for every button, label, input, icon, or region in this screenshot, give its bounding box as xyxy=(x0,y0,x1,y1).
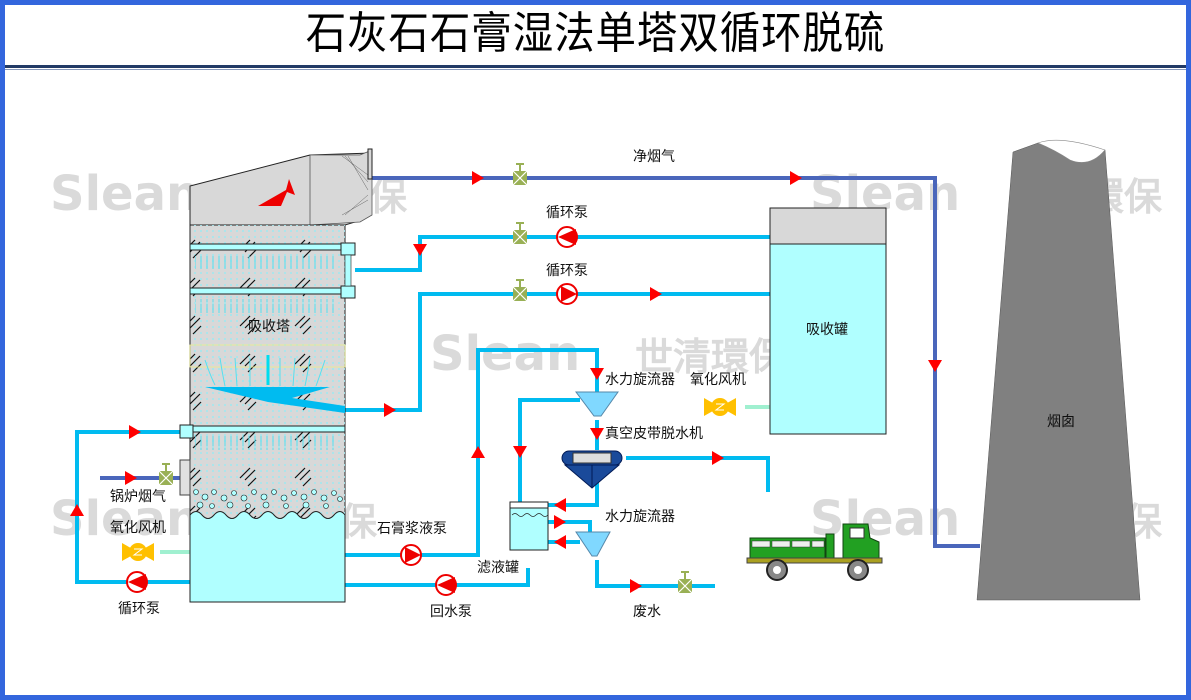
oxidation-bubbles xyxy=(193,489,343,509)
arrow-right-icon xyxy=(472,171,484,185)
arrow-up-icon xyxy=(471,446,485,458)
circulation-pump-label: 循环泵 xyxy=(118,601,160,617)
absorption-tank: 吸收罐 xyxy=(769,207,887,435)
valve-icon[interactable] xyxy=(158,463,174,486)
valve-icon[interactable] xyxy=(512,163,528,186)
arrow-right-icon xyxy=(650,287,662,301)
oxidation-fan-label: 氧化风机 xyxy=(110,520,166,536)
vacuum-belt-filter xyxy=(561,450,623,489)
gypsum-slurry-pump-label: 石膏浆液泵 xyxy=(377,520,447,537)
valve-icon[interactable] xyxy=(512,279,528,302)
arrow-right-icon xyxy=(125,471,137,485)
outlet-demister-lines xyxy=(341,155,369,216)
flow-arrows xyxy=(70,171,942,593)
arrow-right-icon xyxy=(630,579,642,593)
valve-icon[interactable] xyxy=(677,571,693,594)
gypsum-truck-icon xyxy=(746,523,883,581)
hydrocyclone-label: 水力旋流器 xyxy=(605,372,675,388)
return-water-pump-label: 回水泵 xyxy=(430,604,472,620)
arrow-up-icon xyxy=(70,504,84,516)
boiler-flue-gas-label: 锅炉烟气 xyxy=(110,489,166,505)
fan-icon[interactable] xyxy=(122,543,154,561)
arrow-right-icon xyxy=(712,451,724,465)
filtrate-tank-label: 滤液罐 xyxy=(477,560,519,576)
pump-icon[interactable] xyxy=(556,226,578,248)
arrow-left-icon xyxy=(554,535,566,549)
hydrocyclone-1 xyxy=(575,391,619,417)
pump-icon[interactable] xyxy=(556,283,578,305)
arrow-down-icon xyxy=(513,446,527,458)
title-divider-thin xyxy=(5,69,1186,70)
page-title: 石灰石石膏湿法单塔双循环脱硫 xyxy=(305,8,886,59)
arrow-right-icon xyxy=(554,515,566,529)
hydrocyclone-label: 水力旋流器 xyxy=(605,509,675,525)
arrow-down-icon xyxy=(590,428,604,440)
fan-icon[interactable] xyxy=(704,398,736,416)
svg-text:世清環保: 世清環保 xyxy=(635,335,788,379)
circulation-pump-label: 循环泵 xyxy=(546,263,588,279)
air-pipes xyxy=(160,405,770,554)
arrow-down-icon xyxy=(590,368,604,380)
pump-icon[interactable] xyxy=(126,571,148,593)
waste-water-label: 废水 xyxy=(633,604,661,620)
oxidation-fan-label: 氧化风机 xyxy=(690,372,746,388)
circulation-pump-label: 循环泵 xyxy=(546,205,588,221)
arrow-left-icon xyxy=(554,498,566,512)
absorber-tower-label: 吸收塔 xyxy=(248,319,290,335)
svg-text:Slean: Slean xyxy=(430,326,580,382)
absorption-tank-label: 吸收罐 xyxy=(806,322,848,338)
arrow-right-icon xyxy=(129,425,141,439)
chimney-label: 烟囱 xyxy=(1047,414,1075,430)
clean-flue-gas-label: 净烟气 xyxy=(633,149,675,165)
arrow-right-icon xyxy=(790,171,802,185)
valve-icon[interactable] xyxy=(512,222,528,245)
arrow-down-icon xyxy=(413,244,427,256)
vacuum-belt-filter-label: 真空皮带脱水机 xyxy=(605,426,703,442)
absorber-tower: 吸收塔 xyxy=(179,148,373,603)
pump-icon[interactable] xyxy=(400,544,422,566)
flow-direction-icon xyxy=(258,179,295,206)
pump-icon[interactable] xyxy=(435,574,457,596)
svg-text:Slean: Slean xyxy=(50,166,200,222)
hydrocyclone-2 xyxy=(575,531,611,557)
chimney: 烟囱 xyxy=(976,139,1141,601)
collector-cup xyxy=(204,357,326,387)
arrow-down-icon xyxy=(928,360,942,372)
arrow-right-icon xyxy=(384,403,396,417)
watermark-center: Slean 世清環保 xyxy=(430,326,788,382)
filtrate-tank xyxy=(509,501,549,551)
title-divider xyxy=(5,65,1186,68)
